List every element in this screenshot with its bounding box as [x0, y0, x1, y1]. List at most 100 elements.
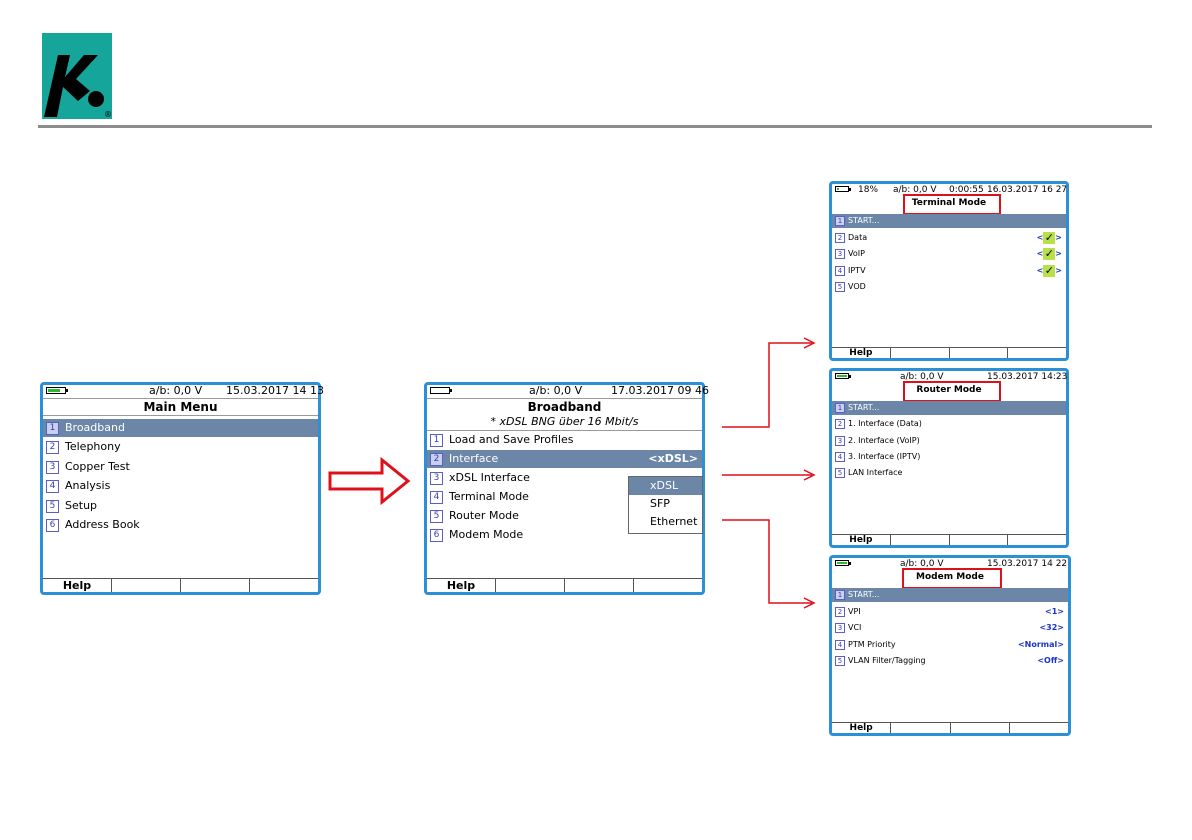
- dropdown-option[interactable]: Ethernet: [650, 515, 698, 528]
- softkey[interactable]: [634, 579, 702, 592]
- status-bar: 18% a/b: 0,0 V 0:00:55 16.03.2017 16 27: [832, 184, 1067, 196]
- checkbox-checked[interactable]: <✓>: [1036, 263, 1062, 277]
- menu-item-number: 2: [430, 453, 443, 466]
- softkey[interactable]: [1008, 535, 1066, 545]
- softkey[interactable]: [496, 579, 565, 592]
- softkey[interactable]: [951, 723, 1010, 733]
- softkey[interactable]: [181, 579, 250, 592]
- menu-item-label: VPI: [848, 606, 861, 616]
- function-keys: Help: [832, 347, 1066, 358]
- menu-item-number: 3: [835, 435, 845, 446]
- checkbox-checked[interactable]: <✓>: [1036, 247, 1062, 260]
- menu-item-number: 1: [835, 403, 845, 413]
- menu-item-number: 2: [835, 232, 845, 243]
- ab-voltage: a/b: 0,0 V: [893, 185, 937, 195]
- menu-item[interactable]: 2 Telephony: [43, 438, 318, 456]
- menu-item-label: IPTV: [848, 265, 866, 275]
- help-softkey[interactable]: Help: [832, 723, 892, 733]
- menu-item-number: 2: [835, 419, 845, 430]
- checkbox-checked[interactable]: <✓>: [1036, 230, 1062, 244]
- menu-item-number: 2: [46, 441, 59, 455]
- screen-title: Main Menu: [143, 400, 218, 414]
- menu-item-number: 6: [430, 529, 443, 542]
- status-bar: a/b: 0,0 V 15.03.2017 14 22: [832, 558, 1068, 570]
- registered-mark: ®: [104, 110, 112, 119]
- menu-item-number: 1: [835, 216, 845, 226]
- softkey[interactable]: [1010, 723, 1068, 733]
- connector-arrow-terminal: [722, 337, 816, 428]
- menu-item-label: START...: [848, 403, 880, 412]
- profile-subtitle: * xDSL BNG über 16 Mbit/s: [490, 415, 639, 428]
- softkey[interactable]: [950, 535, 1009, 545]
- router-mode-screen: a/b: 0,0 V 15.03.2017 14:23 Router Mode …: [829, 368, 1069, 548]
- dropdown-option[interactable]: xDSL: [629, 477, 702, 495]
- menu-item-label: Copper Test: [65, 459, 130, 473]
- menu-item-number: 3: [46, 460, 59, 474]
- menu-item-label: PTM Priority: [848, 639, 896, 649]
- softkey[interactable]: [891, 723, 951, 733]
- datetime: 17.03.2017 09 46: [611, 384, 709, 397]
- menu-item-label: VCI: [848, 623, 862, 632]
- dropdown-option[interactable]: SFP: [650, 497, 670, 510]
- softkey[interactable]: [891, 535, 950, 545]
- company-logo: ®: [42, 33, 112, 119]
- ab-voltage: a/b: 0,0 V: [529, 384, 583, 397]
- terminal-mode-screen: 18% a/b: 0,0 V 0:00:55 16.03.2017 16 27 …: [829, 181, 1069, 361]
- battery-percent: 18%: [858, 185, 879, 195]
- softkey[interactable]: [1008, 348, 1066, 358]
- menu-item-label: VoIP: [848, 249, 865, 258]
- menu-item-value: <Off>: [1037, 656, 1064, 665]
- menu-item-number: 5: [835, 656, 845, 666]
- function-keys: Help: [832, 722, 1068, 733]
- softkey[interactable]: [565, 579, 634, 592]
- help-softkey[interactable]: Help: [43, 579, 112, 592]
- help-softkey[interactable]: Help: [427, 579, 496, 592]
- interface-dropdown[interactable]: xDSL SFP Ethernet: [628, 476, 703, 534]
- menu-item-value: <Normal>: [1017, 639, 1064, 649]
- menu-item-label: Data: [848, 232, 868, 242]
- battery-icon: [430, 387, 452, 394]
- softkey[interactable]: [250, 579, 318, 592]
- check-icon: ✓: [1043, 247, 1056, 260]
- menu-item-label: Interface: [449, 452, 499, 465]
- help-softkey[interactable]: Help: [832, 348, 891, 358]
- menu-item[interactable]: 3 Copper Test: [43, 458, 318, 476]
- softkey[interactable]: [112, 579, 181, 592]
- menu-item-label: Telephony: [65, 440, 121, 454]
- help-softkey[interactable]: Help: [832, 535, 891, 545]
- battery-icon: [835, 373, 851, 379]
- status-bar: a/b: 0,0 V 15.03.2017 14 13: [43, 385, 324, 397]
- softkey[interactable]: [950, 348, 1009, 358]
- ab-voltage: a/b: 0,0 V: [900, 559, 944, 569]
- menu-item-value: <1>: [1045, 606, 1064, 616]
- softkey[interactable]: [891, 348, 950, 358]
- elapsed-timer: 0:00:55: [949, 185, 984, 195]
- check-icon: ✓: [1043, 263, 1056, 277]
- menu-item-label: Load and Save Profiles: [449, 433, 574, 446]
